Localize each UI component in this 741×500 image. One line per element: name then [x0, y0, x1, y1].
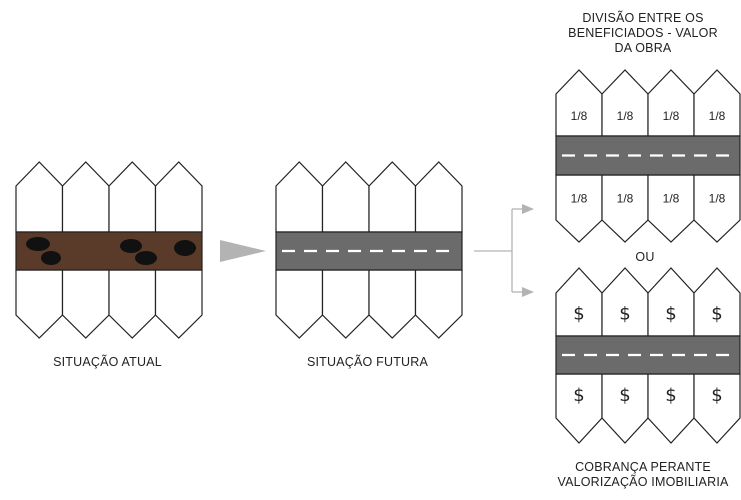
fraction-label-top: 1/8 — [571, 109, 588, 123]
arrow-head-top — [522, 204, 534, 214]
house-bottom — [368, 269, 417, 339]
fraction-label-bottom: 1/8 — [617, 192, 634, 206]
house-bottom — [275, 269, 324, 339]
paved-road — [555, 135, 741, 176]
dollar-sign-bottom: $ — [619, 385, 630, 406]
pothole — [135, 251, 157, 265]
arrow-right — [220, 240, 266, 262]
cost-division-title-line-2: BENEFICIADOS - VALOR — [568, 26, 718, 40]
valuation-charge-title: COBRANÇA PERANTE VALORIZAÇÃO IMOBILIARIA — [548, 460, 738, 490]
or-label: OU — [635, 250, 655, 264]
dollar-sign-top: $ — [619, 304, 630, 325]
house-bottom — [647, 174, 695, 243]
house-bottom — [693, 174, 741, 243]
dollar-sign-bottom: $ — [711, 385, 722, 406]
current-situation-block — [15, 161, 203, 339]
dollar-sign-top: $ — [665, 304, 676, 325]
house-top — [693, 69, 741, 137]
house-top — [61, 161, 110, 233]
pothole — [41, 251, 61, 265]
valuation-charge-title-line-2: VALORIZAÇÃO IMOBILIARIA — [557, 475, 729, 489]
paved-road — [275, 231, 463, 271]
fraction-label-top: 1/8 — [617, 109, 634, 123]
house-top — [693, 267, 741, 337]
house-top — [601, 69, 649, 137]
pothole — [120, 239, 142, 253]
house-bottom — [414, 269, 463, 339]
dollar-sign-bottom: $ — [665, 385, 676, 406]
arrow-head-bottom — [522, 287, 534, 297]
pothole — [174, 240, 196, 256]
house-bottom — [321, 269, 370, 339]
pothole — [26, 237, 50, 251]
dollar-sign-bottom: $ — [573, 385, 584, 406]
house-top — [647, 267, 695, 337]
fraction-label-top: 1/8 — [663, 109, 680, 123]
house-top — [555, 267, 603, 337]
valuation-charge-block: $ $ $ $ $ $ $ $ — [555, 267, 741, 444]
house-top — [647, 69, 695, 137]
house-bottom — [15, 269, 64, 339]
dirt-road — [15, 231, 203, 271]
future-situation-label: SITUAÇÃO FUTURA — [306, 355, 429, 369]
future-situation-block — [275, 161, 463, 339]
current-situation-label: SITUAÇÃO ATUAL — [53, 355, 162, 369]
cost-division-title-line-3: DA OBRA — [614, 41, 672, 55]
house-top — [15, 161, 64, 233]
house-bottom — [555, 174, 603, 243]
house-top — [108, 161, 157, 233]
house-top — [321, 161, 370, 233]
valuation-charge-title-line-1: COBRANÇA PERANTE — [575, 460, 711, 474]
paved-road — [555, 335, 741, 375]
house-top — [414, 161, 463, 233]
cost-division-title-line-1: DIVISÃO ENTRE OS — [582, 11, 704, 25]
flow-arrows — [220, 204, 534, 297]
fraction-label-bottom: 1/8 — [571, 192, 588, 206]
house-bottom — [61, 269, 110, 339]
fraction-label-bottom: 1/8 — [663, 192, 680, 206]
house-top — [368, 161, 417, 233]
cost-division-block: 1/8 1/8 1/8 1/8 1/8 1/8 1/8 1/8 — [555, 69, 741, 243]
fraction-label-top: 1/8 — [709, 109, 726, 123]
fraction-label-bottom: 1/8 — [709, 192, 726, 206]
house-top — [154, 161, 203, 233]
house-bottom — [601, 174, 649, 243]
house-bottom — [154, 269, 203, 339]
house-bottom — [108, 269, 157, 339]
dollar-sign-top: $ — [573, 304, 584, 325]
house-top — [275, 161, 324, 233]
house-top — [601, 267, 649, 337]
house-top — [555, 69, 603, 137]
cost-division-title: DIVISÃO ENTRE OS BENEFICIADOS - VALOR DA… — [548, 11, 738, 56]
dollar-sign-top: $ — [711, 304, 722, 325]
